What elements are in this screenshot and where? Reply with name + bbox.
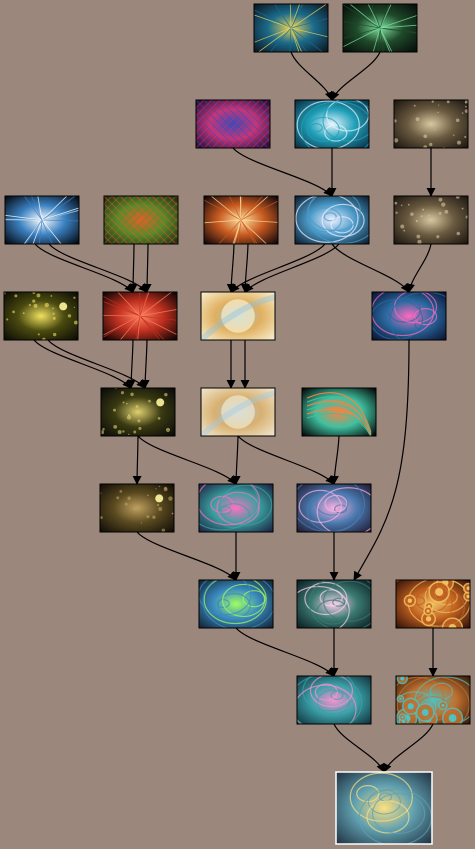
thumbnail-n14[interactable] — [371, 288, 463, 349]
edge-n15-n18 — [132, 435, 142, 485]
edge-n8-n13 — [226, 243, 236, 293]
thumbnail-n12[interactable] — [81, 257, 199, 375]
thumbnail-n18[interactable] — [99, 483, 175, 533]
thumbnail-n22[interactable] — [287, 575, 381, 634]
thumbnail-n1[interactable] — [249, 0, 334, 72]
thumbnail-n23[interactable] — [380, 575, 473, 638]
edge-n25-n26 — [383, 723, 434, 773]
edge-n9-n14 — [331, 243, 410, 293]
thumbnail-n11[interactable] — [3, 291, 79, 341]
thumbnail-n10[interactable] — [393, 195, 469, 245]
thumbnail-n15[interactable] — [100, 387, 176, 437]
edge-n16-n19 — [231, 435, 241, 485]
edge-n9-n13 — [230, 243, 326, 293]
thumbnail-n6[interactable] — [0, 162, 101, 279]
edge-n7-n12 — [128, 243, 138, 293]
edge-n11-n15 — [33, 339, 132, 389]
edge-n8-n13 — [240, 243, 250, 293]
edge-n2-n4 — [331, 51, 381, 101]
thumbnail-n8[interactable] — [182, 161, 300, 279]
edge-n7-n12 — [142, 243, 152, 293]
edge-n21-n24 — [235, 627, 335, 677]
thumbnail-n7[interactable] — [56, 195, 240, 245]
edge-n12-n15 — [126, 339, 136, 389]
edge-n6-n12 — [34, 243, 134, 293]
thumbnail-n24[interactable] — [290, 671, 372, 733]
thumbnail-n21[interactable] — [198, 573, 275, 629]
edge-n1-n4 — [290, 51, 334, 101]
thumbnail-n4[interactable] — [294, 99, 375, 158]
edge-n18-n21 — [136, 531, 237, 581]
thumbnail-n26[interactable] — [335, 771, 433, 845]
edge-n10-n14 — [406, 243, 432, 293]
edge-n17-n20 — [329, 435, 340, 485]
edge-n6-n12 — [48, 243, 148, 293]
edge-n16-n20 — [237, 435, 335, 485]
thumbnail-n2[interactable] — [336, 0, 424, 72]
thumbnail-n19[interactable] — [186, 474, 274, 533]
edge-layer — [33, 51, 438, 773]
thumbnail-n3[interactable] — [148, 99, 332, 149]
edge-n15-n19 — [137, 435, 237, 485]
edge-n11-n15 — [47, 339, 146, 389]
thumbnail-n5[interactable] — [393, 99, 469, 149]
edge-n9-n13 — [244, 243, 340, 293]
thumbnail-n17[interactable] — [301, 387, 377, 437]
thumbnail-n13[interactable] — [200, 291, 276, 341]
edge-n14-n22 — [353, 339, 410, 581]
edge-n12-n15 — [140, 339, 150, 389]
thumbnail-n9[interactable] — [294, 187, 379, 245]
thumbnail-n16[interactable] — [200, 387, 276, 437]
thumbnail-n20[interactable] — [292, 476, 379, 536]
edge-n3-n9 — [232, 147, 333, 197]
thumbnail-n25[interactable] — [392, 674, 475, 733]
edge-n24-n26 — [333, 723, 385, 773]
